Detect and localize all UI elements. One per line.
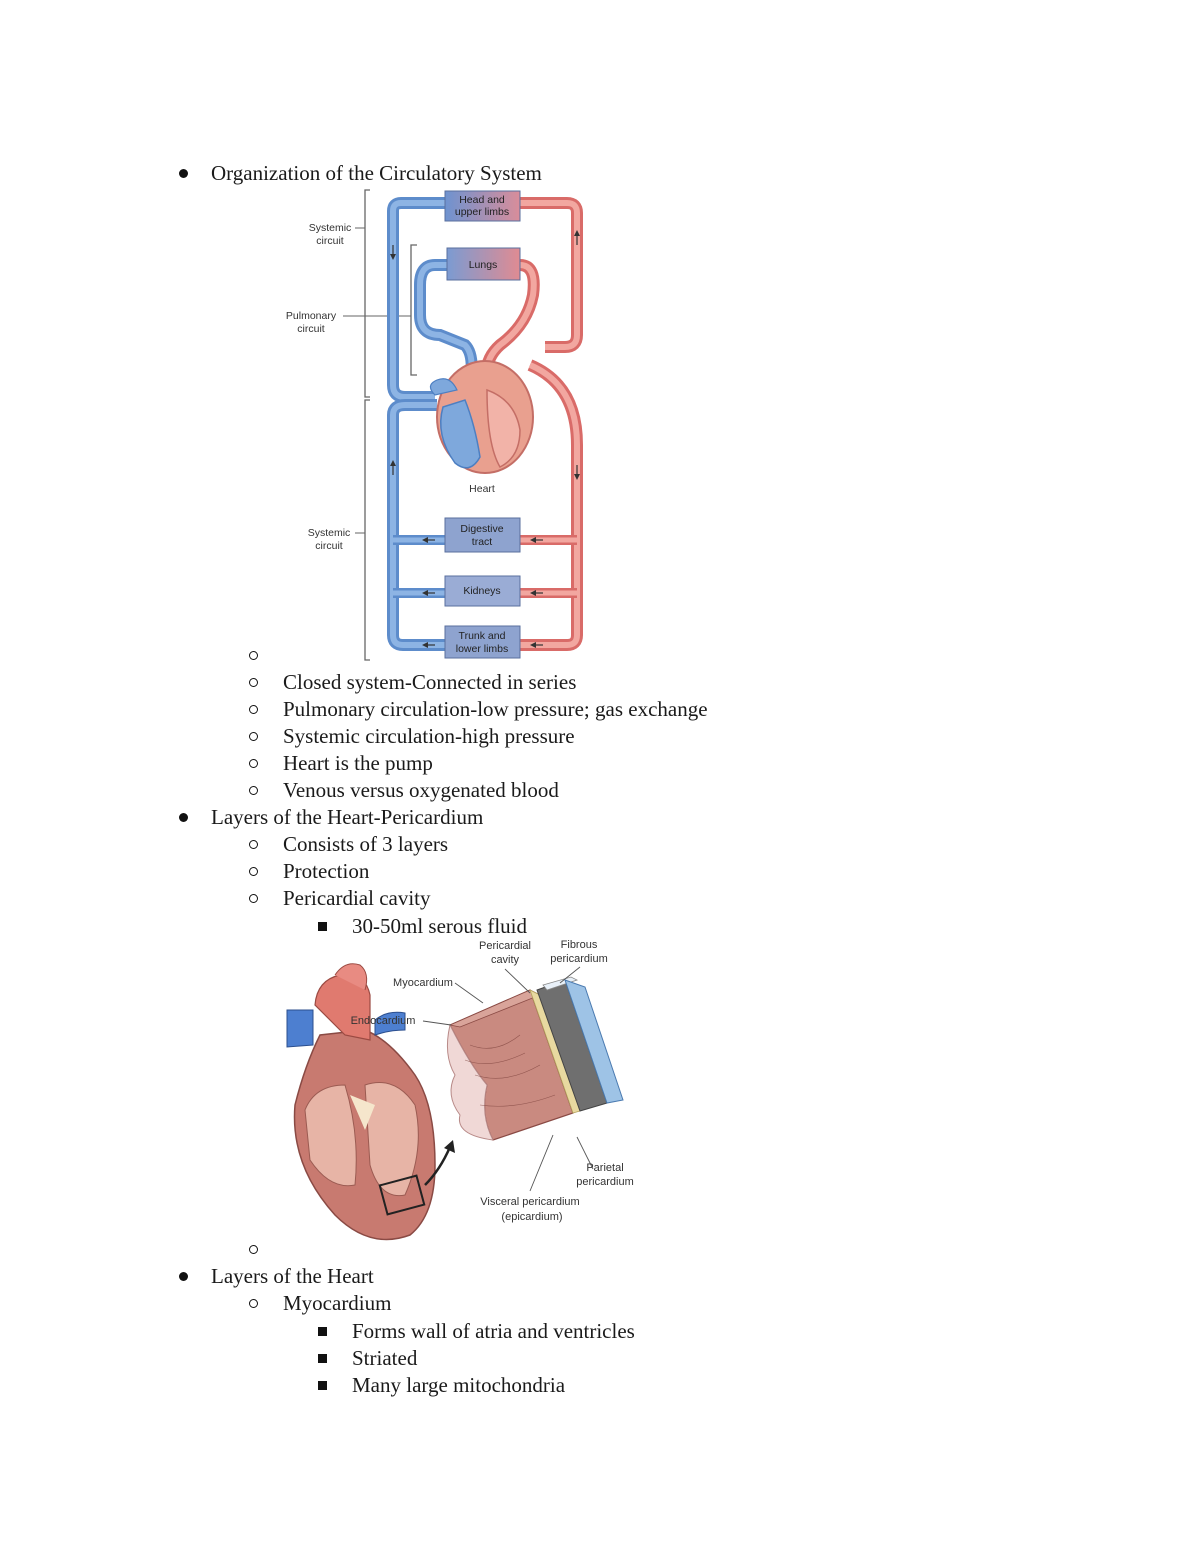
circle-bullet xyxy=(249,650,258,660)
sub-sub-bullet-item: Many large mitochondria xyxy=(318,1373,565,1397)
label-visceral-2: (epicardium) xyxy=(501,1211,562,1223)
sub-bullet-item: Pulmonary circulation-low pressure; gas … xyxy=(249,697,708,721)
label-systemic-bottom-1: Systemic xyxy=(308,527,351,539)
sub-sub-bullet-text: Striated xyxy=(352,1346,418,1370)
label-digestive-1: Digestive xyxy=(460,523,503,535)
label-systemic-top-2: circuit xyxy=(316,235,344,247)
heading-text: Organization of the Circulatory System xyxy=(211,161,542,185)
label-systemic-bottom-2: circuit xyxy=(315,540,343,552)
sub-bullet-text: Systemic circulation-high pressure xyxy=(283,724,575,748)
label-visceral-1: Visceral pericardium xyxy=(480,1196,579,1208)
bullet-item-pericardium: Layers of the Heart-Pericardium xyxy=(179,805,483,829)
label-trunk-2: lower limbs xyxy=(456,643,509,655)
label-fibrous-1: Fibrous xyxy=(561,939,598,951)
circle-bullet xyxy=(249,1244,258,1254)
sub-bullet-text: Closed system-Connected in series xyxy=(283,670,577,694)
empty-sub-bullet xyxy=(249,643,283,667)
circulatory-system-diagram: Systemic circuit Pulmonary circuit Syste… xyxy=(286,189,583,661)
label-kidneys: Kidneys xyxy=(463,585,500,597)
sub-bullet-item: Systemic circulation-high pressure xyxy=(249,724,575,748)
heading-text: Layers of the Heart xyxy=(211,1264,374,1288)
empty-sub-bullet xyxy=(249,1237,283,1261)
bullet-item-circulatory-organization: Organization of the Circulatory System xyxy=(179,161,542,185)
label-fibrous-2: pericardium xyxy=(550,953,607,965)
sub-bullet-item: Protection xyxy=(249,859,369,883)
label-pulmonary-1: Pulmonary xyxy=(286,310,337,322)
sub-bullet-text: Pulmonary circulation-low pressure; gas … xyxy=(283,697,708,721)
sub-bullet-text: Consists of 3 layers xyxy=(283,832,449,856)
pericardium-layers-diagram: Pericardial cavity Fibrous pericardium M… xyxy=(286,939,634,1241)
label-pulmonary-2: circuit xyxy=(297,323,325,335)
sub-bullet-text: Myocardium xyxy=(283,1291,392,1315)
sub-sub-bullet-text: Many large mitochondria xyxy=(352,1373,566,1397)
bullet-item-heart-layers: Layers of the Heart xyxy=(179,1264,374,1288)
label-parietal-2: pericardium xyxy=(576,1176,633,1188)
label-systemic-top-1: Systemic xyxy=(309,222,352,234)
label-digestive-2: tract xyxy=(472,536,493,548)
sub-sub-bullet-item: Striated xyxy=(318,1346,417,1370)
sub-bullet-item: Myocardium xyxy=(249,1291,391,1315)
label-head-2: upper limbs xyxy=(455,206,509,218)
heading-text: Layers of the Heart-Pericardium xyxy=(211,805,484,829)
sub-bullet-item: Consists of 3 layers xyxy=(249,832,448,856)
sub-bullet-text: Pericardial cavity xyxy=(283,886,431,910)
sub-bullet-text: Heart is the pump xyxy=(283,751,433,775)
label-endocardium: Endocardium xyxy=(351,1015,416,1027)
sub-bullet-item: Closed system-Connected in series xyxy=(249,670,576,694)
sub-bullet-item: Venous versus oxygenated blood xyxy=(249,778,559,802)
sub-bullet-item: Pericardial cavity xyxy=(249,886,431,910)
sub-sub-bullet-item: 30-50ml serous fluid xyxy=(318,914,527,938)
label-heart: Heart xyxy=(469,483,495,495)
label-pericardial-cavity-2: cavity xyxy=(491,954,520,966)
label-pericardial-cavity-1: Pericardial xyxy=(479,940,531,952)
sub-sub-bullet-text: Forms wall of atria and ventricles xyxy=(352,1319,635,1343)
bullet-dot xyxy=(179,161,211,185)
sub-bullet-text: Protection xyxy=(283,859,370,883)
label-head-1: Head and xyxy=(459,194,505,206)
label-myocardium: Myocardium xyxy=(393,977,453,989)
sub-bullet-text: Venous versus oxygenated blood xyxy=(283,778,559,802)
label-trunk-1: Trunk and xyxy=(459,630,506,642)
label-lungs: Lungs xyxy=(469,259,498,271)
sub-bullet-item: Heart is the pump xyxy=(249,751,433,775)
label-parietal-1: Parietal xyxy=(586,1162,623,1174)
sub-sub-bullet-text: 30-50ml serous fluid xyxy=(352,914,527,938)
sub-sub-bullet-item: Forms wall of atria and ventricles xyxy=(318,1319,635,1343)
